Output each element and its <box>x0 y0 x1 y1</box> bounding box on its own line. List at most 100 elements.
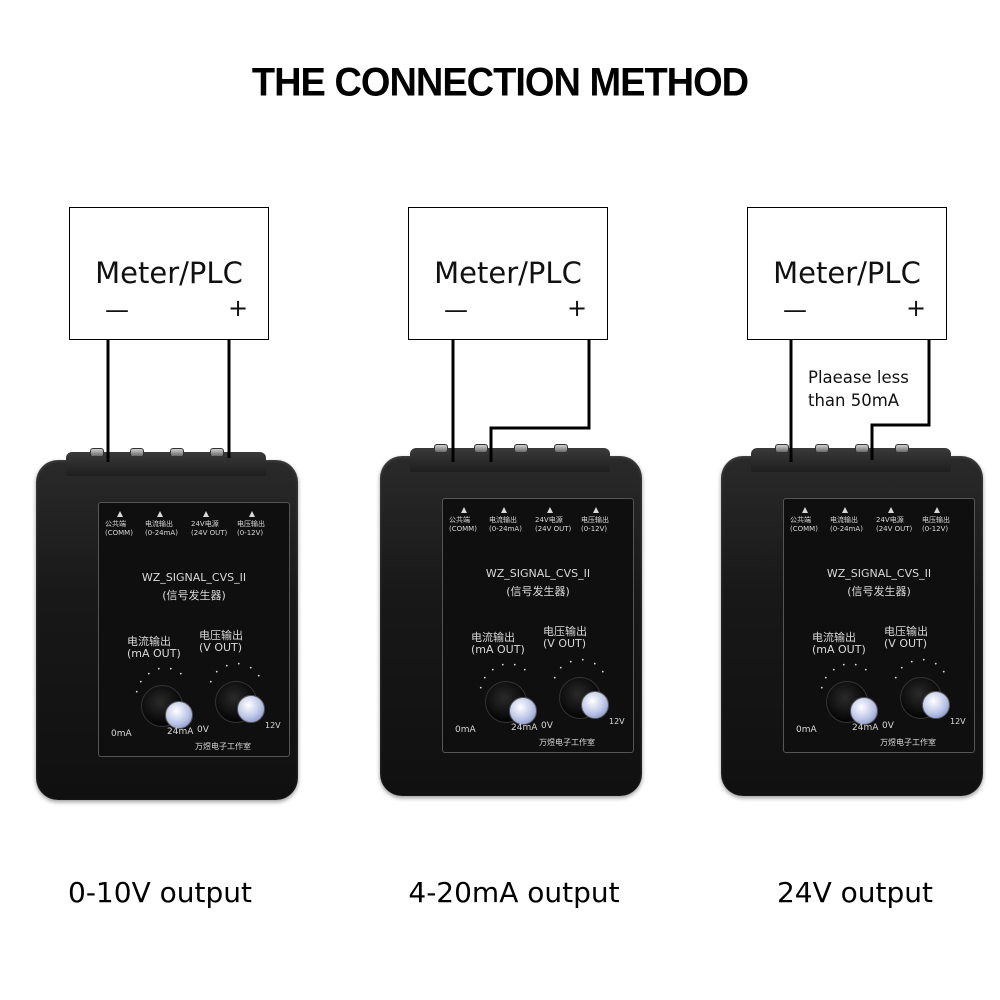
terminal-port <box>855 444 869 453</box>
caption-3: 24V output <box>776 876 934 909</box>
device-top-cap <box>410 444 610 472</box>
scale-max-label: 24mA <box>852 723 879 733</box>
scale-dot: • <box>581 657 585 664</box>
scale-dot: • <box>894 675 898 682</box>
voltage-min-label: 0V <box>541 721 553 731</box>
scale-dot: • <box>824 675 828 682</box>
model-name: WZ_SIGNAL_CVS_II <box>826 567 932 580</box>
port-arrow-icon <box>547 507 553 513</box>
port-label: (24V OUT) <box>191 529 228 537</box>
port-label: 公共端 <box>449 516 470 524</box>
port-label: 24V电源 <box>191 520 219 528</box>
voltage-knob-cap-icon <box>237 695 265 723</box>
model-name-cn: (信号发生器) <box>847 585 911 598</box>
port-arrow-icon <box>842 507 848 513</box>
voltage-max-label: 12V <box>950 717 966 726</box>
scale-dot: • <box>237 661 241 668</box>
terminal-port <box>554 444 568 453</box>
voltage-knob-label: 电压输出 <box>884 625 928 638</box>
scale-min-label: 0mA <box>455 725 476 735</box>
terminal-port <box>130 448 144 457</box>
positive-terminal-label: + <box>228 294 249 322</box>
port-arrow-icon <box>157 511 163 517</box>
voltage-knob-label: 电压输出 <box>199 629 243 642</box>
scale-dot: • <box>179 671 183 678</box>
device-top-cap <box>751 444 951 472</box>
scale-dot: • <box>139 679 143 686</box>
scale-dot: • <box>601 669 605 676</box>
scale-dot: • <box>854 662 858 669</box>
port-label: 电压输出 <box>581 516 609 524</box>
device-face-panel: 公共端(COMM)电流输出(0-24mA)24V电源(24V OUT)电压输出(… <box>783 498 975 753</box>
scale-dot: • <box>249 665 253 672</box>
terminal-port <box>895 444 909 453</box>
scale-dot: • <box>523 667 527 674</box>
current-knob-label: (mA OUT) <box>127 647 181 660</box>
scale-dot: • <box>569 659 573 666</box>
port-arrow-icon <box>501 507 507 513</box>
scale-dot: • <box>135 689 139 696</box>
page-title: THE CONNECTION METHOD <box>251 60 749 106</box>
scale-dot: • <box>922 657 926 664</box>
port-arrow-icon <box>117 511 123 517</box>
port-label: 电压输出 <box>922 516 950 524</box>
current-knob-label: 电流输出 <box>127 635 171 648</box>
scale-dot: • <box>820 685 824 692</box>
scale-max-label: 24mA <box>167 727 194 737</box>
port-label: 电流输出 <box>830 516 858 524</box>
scale-dot: • <box>491 667 495 674</box>
model-name: WZ_SIGNAL_CVS_II <box>141 571 247 584</box>
negative-terminal-label: — <box>444 296 468 324</box>
voltage-knob-cap-icon <box>581 691 609 719</box>
scale-dot: • <box>842 662 846 669</box>
meter-label: Meter/PLC <box>434 256 582 290</box>
port-label: (COMM) <box>790 525 818 533</box>
port-label: (0-24mA) <box>145 529 178 537</box>
voltage-max-label: 12V <box>265 721 281 730</box>
port-label: 电流输出 <box>145 520 173 528</box>
voltage-knob-label: 电压输出 <box>543 625 587 638</box>
negative-terminal-label: — <box>105 296 129 324</box>
wire-positive <box>489 340 591 462</box>
voltage-max-label: 12V <box>609 717 625 726</box>
current-knob-label: 电流输出 <box>812 631 856 644</box>
scale-dot: • <box>483 675 487 682</box>
scale-dot: • <box>157 666 161 673</box>
device-face-panel: 公共端(COMM)电流输出(0-24mA)24V电源(24V OUT)电压输出(… <box>442 498 634 753</box>
scale-dot: • <box>553 675 557 682</box>
scale-dot: • <box>513 662 517 669</box>
port-label: 电流输出 <box>489 516 517 524</box>
device-top-cap <box>66 448 266 476</box>
terminal-port <box>434 444 448 453</box>
meter-plc-box-1: Meter/PLC — + <box>69 207 269 340</box>
current-knob-label: (mA OUT) <box>812 643 866 656</box>
voltage-min-label: 0V <box>197 725 209 735</box>
scale-dot: • <box>900 665 904 672</box>
voltage-knob-label: (V OUT) <box>543 637 587 650</box>
port-label: (0-24mA) <box>830 525 863 533</box>
scale-dot: • <box>225 663 229 670</box>
negative-terminal-label: — <box>783 296 807 324</box>
wire-positive <box>870 340 931 460</box>
model-name-cn: (信号发生器) <box>506 585 570 598</box>
scale-dot: • <box>864 667 868 674</box>
scale-dot: • <box>559 665 563 672</box>
terminal-port <box>474 444 488 453</box>
current-knob-cap-icon <box>850 697 878 725</box>
terminal-port <box>815 444 829 453</box>
port-arrow-icon <box>802 507 808 513</box>
port-label: 公共端 <box>790 516 811 524</box>
port-arrow-icon <box>203 511 209 517</box>
current-knob-label: (mA OUT) <box>471 643 525 656</box>
scale-dot: • <box>209 679 213 686</box>
port-label: 24V电源 <box>876 516 904 524</box>
current-knob-cap-icon <box>165 701 193 729</box>
voltage-knob-cap-icon <box>922 691 950 719</box>
port-label: (24V OUT) <box>876 525 913 533</box>
port-label: (COMM) <box>449 525 477 533</box>
port-label: (0-12V) <box>237 529 264 537</box>
caption-2: 4-20mA output <box>408 876 620 909</box>
voltage-knob-label: (V OUT) <box>199 641 243 654</box>
scale-max-label: 24mA <box>511 723 538 733</box>
